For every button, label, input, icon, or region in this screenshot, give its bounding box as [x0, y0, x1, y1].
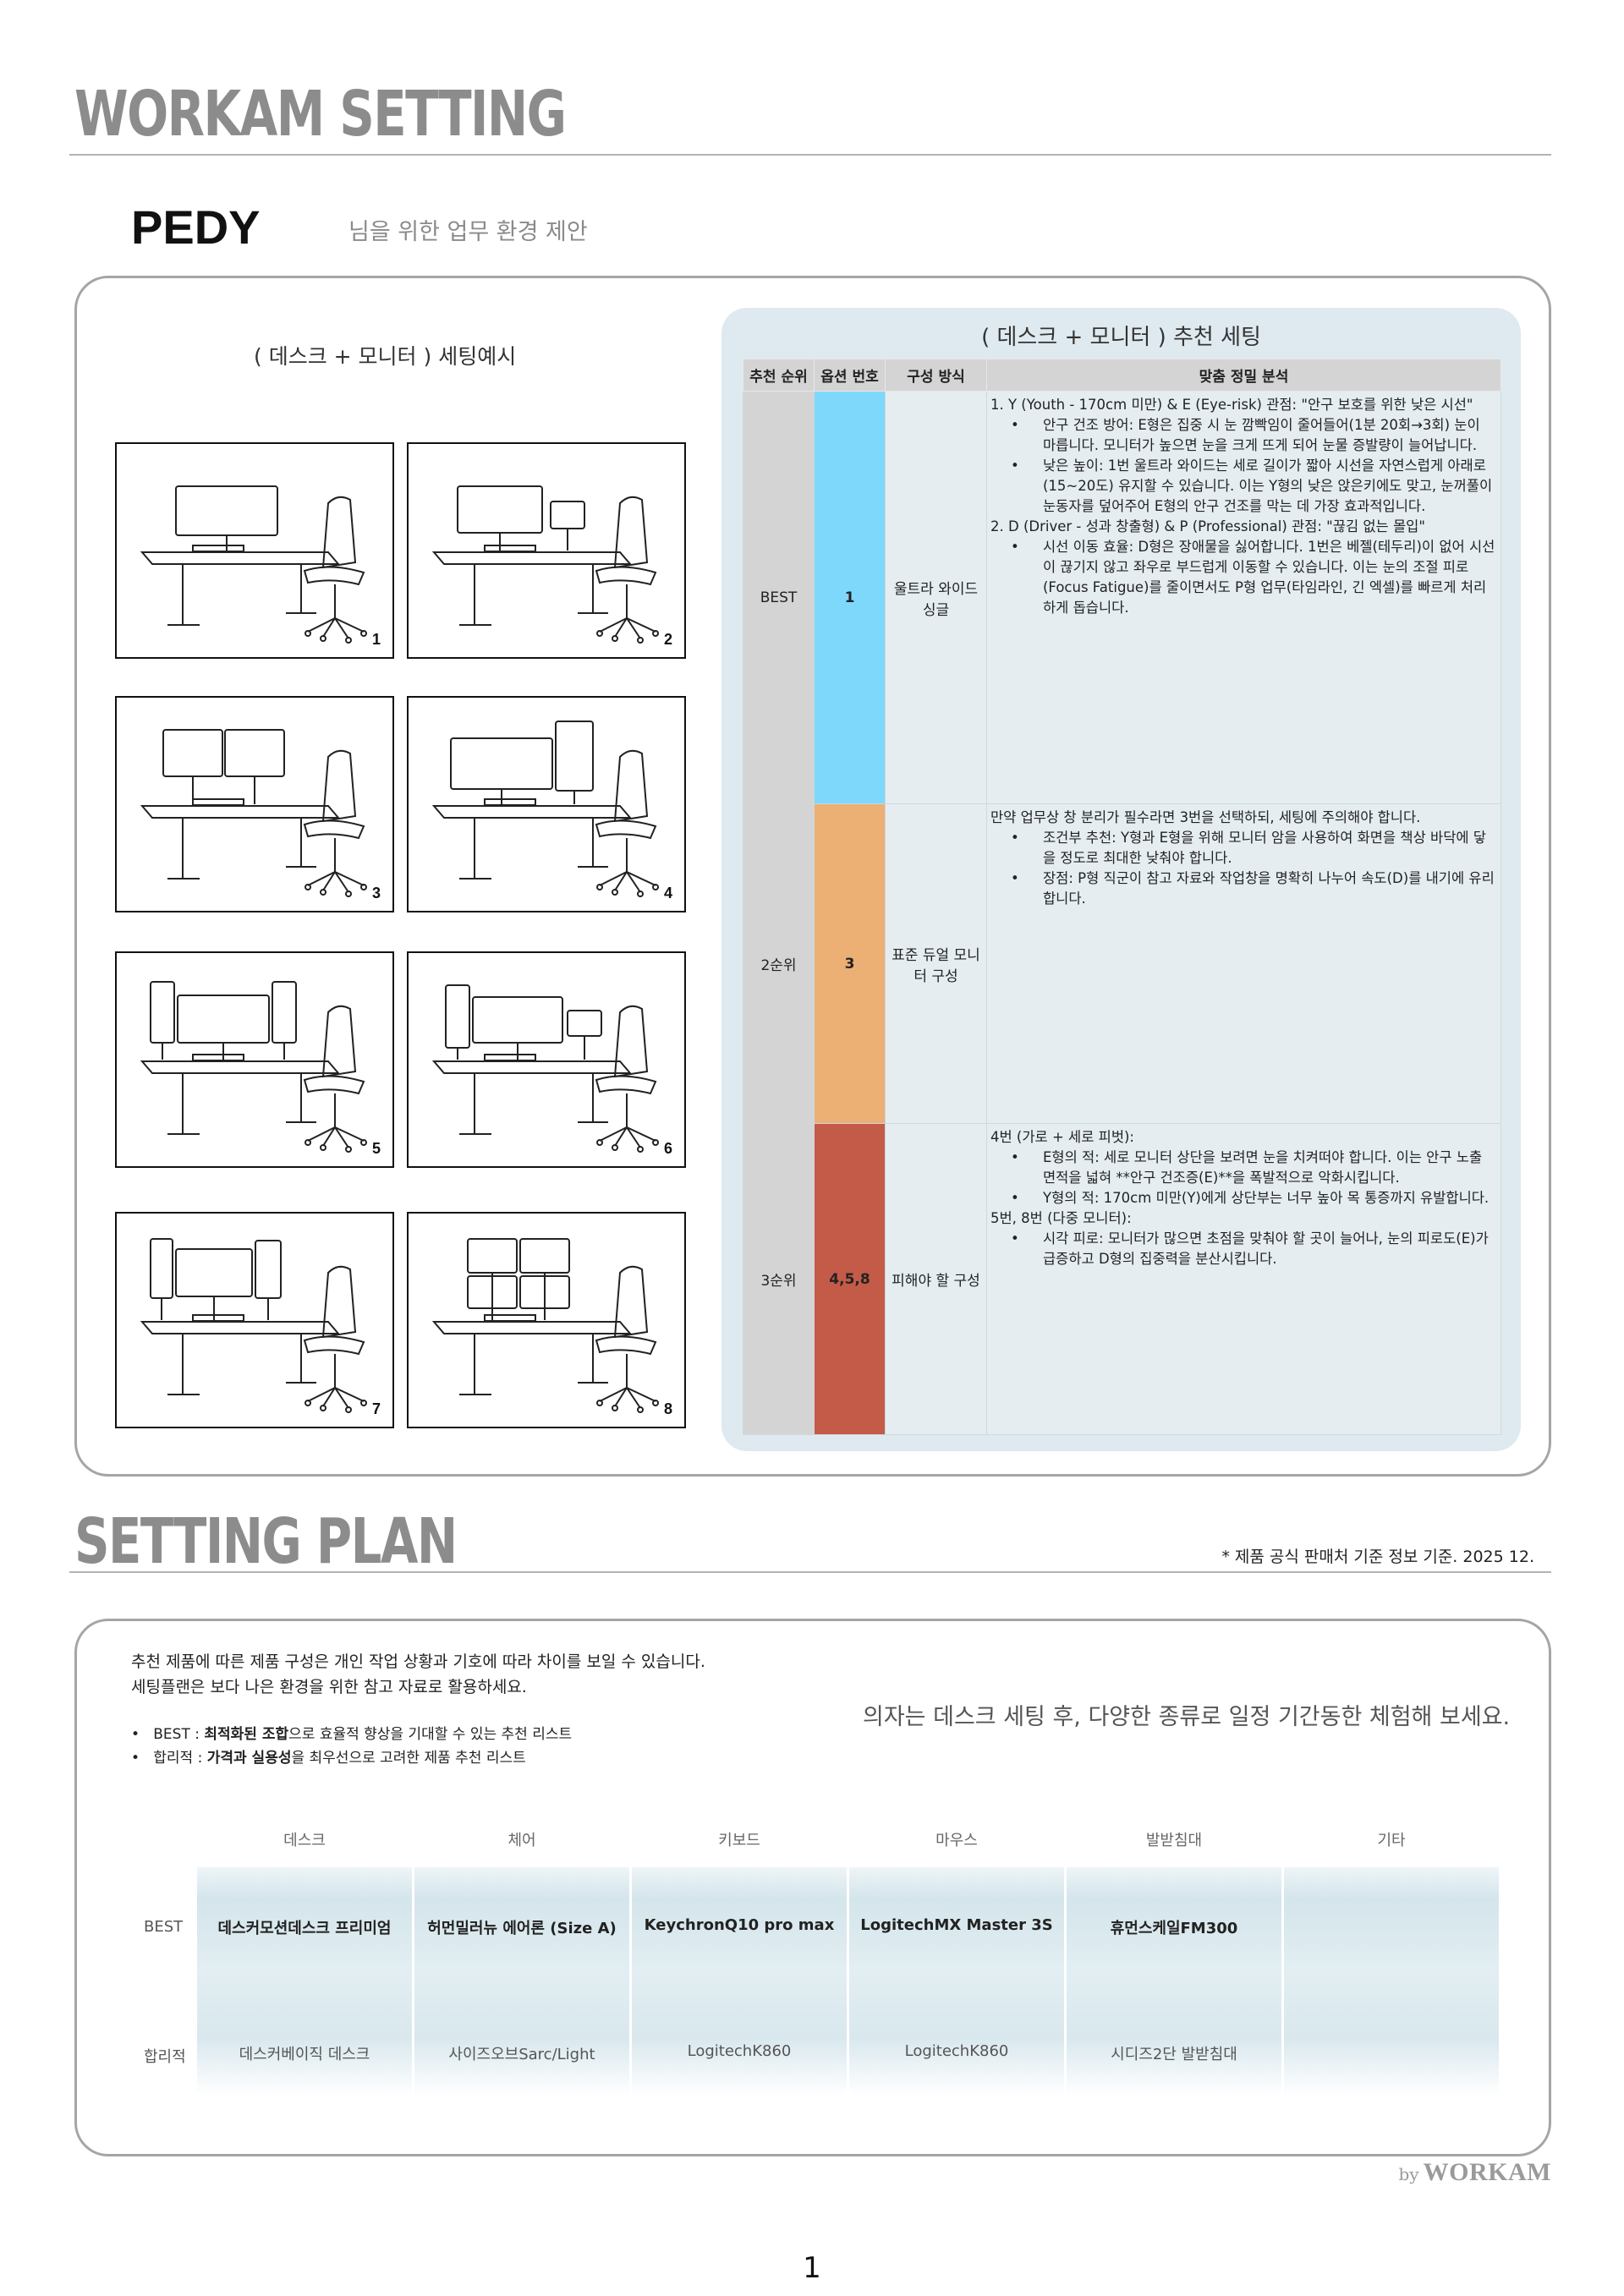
table-row: 3순위 4,5,8 피해야 할 구성 4번 (가로 + 세로 피벗): E형의 …	[743, 1123, 1501, 1435]
config-cell: 표준 듀얼 모니터 구성	[885, 803, 987, 1124]
analysis-bullet: 시선 이동 효율: D형은 장애물을 싫어합니다. 1번은 베젤(테두리)이 없…	[990, 537, 1497, 618]
setting-plan-title: SETTING PLAN	[74, 1505, 458, 1578]
source-note: * 제품 공식 판매처 기준 정보 기준. 2025 12.	[1221, 1548, 1534, 1566]
alt-footrest: 시디즈2단 발받침대	[1111, 2046, 1237, 2063]
example-number: 7	[371, 1400, 381, 1417]
analysis-heading: 2. D (Driver - 성과 창출형) & P (Professional…	[990, 518, 1425, 534]
analysis-cell: 만약 업무상 창 분리가 필수라면 3번을 선택하되, 세팅에 주의해야 합니다…	[986, 803, 1501, 1124]
analysis-bullet: E형의 적: 세로 모니터 상단을 보려면 눈을 치켜떠야 합니다. 이는 안구…	[990, 1148, 1497, 1188]
config-cell: 울트라 와이드 싱글	[885, 391, 987, 804]
col-header-footrest: 발받침대	[1145, 1832, 1203, 1849]
plan-column-bg	[414, 1867, 629, 2096]
analysis-cell: 4번 (가로 + 세로 피벗): E형의 적: 세로 모니터 상단을 보려면 눈…	[986, 1123, 1501, 1435]
client-name: PEDY	[131, 200, 261, 254]
rank-cell: BEST	[743, 391, 815, 804]
page-number: 1	[803, 2251, 821, 2285]
example-number: 4	[663, 885, 672, 901]
analysis-bullet: 시각 피로: 모니터가 많으면 초점을 맞춰야 할 곳이 늘어나, 눈의 피로도…	[990, 1229, 1497, 1269]
alt-keyboard: LogitechK860	[687, 2042, 792, 2060]
col-header-rank: 추천 순위	[743, 359, 815, 392]
alt-chair: 사이즈오브Sarc/Light	[448, 2046, 595, 2063]
alt-mouse: LogitechK860	[904, 2042, 1009, 2060]
row-label-best: BEST	[144, 1918, 184, 1936]
analysis-bullet: 조건부 추천: Y형과 E형을 위해 모니터 암을 사용하여 화면을 책상 바닥…	[990, 828, 1497, 869]
best-footrest: 휴먼스케일FM300	[1110, 1920, 1238, 1937]
col-header-etc: 기타	[1377, 1832, 1406, 1849]
table-row: 2순위 3 표준 듀얼 모니터 구성 만약 업무상 창 분리가 필수라면 3번을…	[743, 803, 1501, 1124]
desk-setup-illustration	[431, 1238, 659, 1413]
analysis-bullet: Y형의 적: 170cm 미만(Y)에게 상단부는 너무 높아 목 통증까지 유…	[990, 1188, 1497, 1208]
plan-intro-2: 세팅플랜은 보다 나은 환경을 위한 참고 자료로 활용하세요.	[131, 1678, 527, 1696]
desk-setup-illustration	[431, 485, 659, 644]
plan-intro-1: 추천 제품에 따른 제품 구성은 개인 작업 상황과 기호에 따라 차이를 보일…	[131, 1652, 705, 1671]
rank-cell: 3순위	[743, 1123, 815, 1435]
example-thumb-6[interactable]: 6	[407, 951, 686, 1168]
example-thumb-7[interactable]: 7	[115, 1212, 394, 1428]
desk-setup-illustration	[140, 1238, 367, 1413]
desk-setup-illustration	[140, 729, 367, 897]
table-header-row: 추천 순위 옵션 번호 구성 방식 맞춤 정밀 분석	[743, 359, 1501, 392]
rank-cell: 2순위	[743, 803, 815, 1124]
analysis-bullet: 장점: P형 직군이 참고 자료와 작업창을 명확히 나누어 속도(D)를 내기…	[990, 869, 1497, 909]
plan-divider	[69, 1571, 1551, 1573]
desk-setup-illustration	[140, 981, 367, 1153]
recommendation-table: 추천 순위 옵션 번호 구성 방식 맞춤 정밀 분석 BEST 1 울트라 와이…	[743, 359, 1501, 1435]
example-thumb-2[interactable]: 2	[407, 442, 686, 659]
examples-title: ( 데스크 + 모니터 ) 세팅예시	[254, 344, 517, 369]
chair-advice-message: 의자는 데스크 세팅 후, 다양한 종류로 일정 기간동한 체험해 보세요.	[863, 1704, 1511, 1730]
example-thumb-3[interactable]: 3	[115, 696, 394, 912]
analysis-heading: 1. Y (Youth - 170cm 미만) & E (Eye-risk) 관…	[990, 397, 1473, 413]
example-thumb-4[interactable]: 4	[407, 696, 686, 912]
title-divider	[69, 154, 1551, 156]
best-mouse: LogitechMX Master 3S	[860, 1916, 1053, 1934]
example-thumb-1[interactable]: 1	[115, 442, 394, 659]
col-header-mouse: 마우스	[935, 1832, 978, 1849]
desk-setup-illustration	[431, 721, 659, 897]
alt-desk: 데스커베이직 데스크	[239, 2046, 370, 2063]
client-subtitle: 님을 위한 업무 환경 제안	[348, 219, 588, 245]
option-cell: 4,5,8	[814, 1123, 886, 1435]
analysis-bullet: 낮은 높이: 1번 울트라 와이드는 세로 길이가 짧아 시선을 자연스럽게 아…	[990, 456, 1497, 517]
example-number: 3	[371, 885, 381, 901]
example-number: 8	[663, 1400, 672, 1417]
plan-column-bg	[197, 1867, 412, 2096]
desk-setup-illustration	[431, 984, 659, 1153]
example-number: 1	[371, 631, 381, 648]
brand-logo: by WORKAM	[1398, 2158, 1551, 2186]
analysis-heading: 만약 업무상 창 분리가 필수라면 3번을 선택하되, 세팅에 주의해야 합니다…	[990, 809, 1421, 825]
analysis-cell: 1. Y (Youth - 170cm 미만) & E (Eye-risk) 관…	[986, 391, 1501, 804]
col-header-desk: 데스크	[283, 1832, 326, 1849]
plan-bullet-reasonable: • 합리적 : 가격과 실용성을 최우선으로 고려한 제품 추천 리스트	[131, 1750, 526, 1767]
col-header-analysis: 맞춤 정밀 분석	[986, 359, 1501, 392]
best-chair: 허먼밀러뉴 에어론 (Size A)	[427, 1920, 617, 1937]
desk-setup-illustration	[140, 485, 367, 644]
recommended-setting-title: ( 데스크 + 모니터 ) 추천 세팅	[981, 325, 1261, 350]
row-label-reasonable: 합리적	[144, 2048, 186, 2066]
table-row: BEST 1 울트라 와이드 싱글 1. Y (Youth - 170cm 미만…	[743, 391, 1501, 804]
col-header-chair: 체어	[508, 1832, 536, 1849]
example-number: 5	[371, 1140, 381, 1157]
example-number: 6	[663, 1140, 672, 1157]
config-cell: 피해야 할 구성	[885, 1123, 987, 1435]
best-desk: 데스커모션데스크 프리미엄	[217, 1920, 392, 1937]
option-cell: 3	[814, 803, 886, 1124]
plan-column-bg	[632, 1867, 847, 2096]
example-thumb-5[interactable]: 5	[115, 951, 394, 1168]
analysis-bullet: 안구 건조 방어: E형은 집중 시 눈 깜빡임이 줄어들어(1분 20회→3회…	[990, 415, 1497, 456]
plan-bullet-best: • BEST : 최적화된 조합으로 효율적 향상을 기대할 수 있는 추천 리…	[131, 1726, 573, 1743]
plan-column-bg	[1284, 1867, 1499, 2096]
example-thumb-8[interactable]: 8	[407, 1212, 686, 1428]
col-header-config: 구성 방식	[885, 359, 987, 392]
analysis-heading: 4번 (가로 + 세로 피벗):	[990, 1129, 1134, 1145]
analysis-heading: 5번, 8번 (다중 모니터):	[990, 1210, 1132, 1226]
col-header-keyboard: 키보드	[718, 1832, 760, 1849]
col-header-option: 옵션 번호	[814, 359, 886, 392]
best-keyboard: KeychronQ10 pro max	[644, 1916, 835, 1934]
option-cell: 1	[814, 391, 886, 804]
recommended-setting-box: ( 데스크 + 모니터 ) 추천 세팅 추천 순위 옵션 번호 구성 방식 맞춤…	[721, 308, 1521, 1451]
page-title: WORKAM SETTING	[74, 78, 567, 151]
plan-column-bg	[849, 1867, 1064, 2096]
plan-column-bg	[1067, 1867, 1281, 2096]
example-number: 2	[663, 631, 672, 648]
